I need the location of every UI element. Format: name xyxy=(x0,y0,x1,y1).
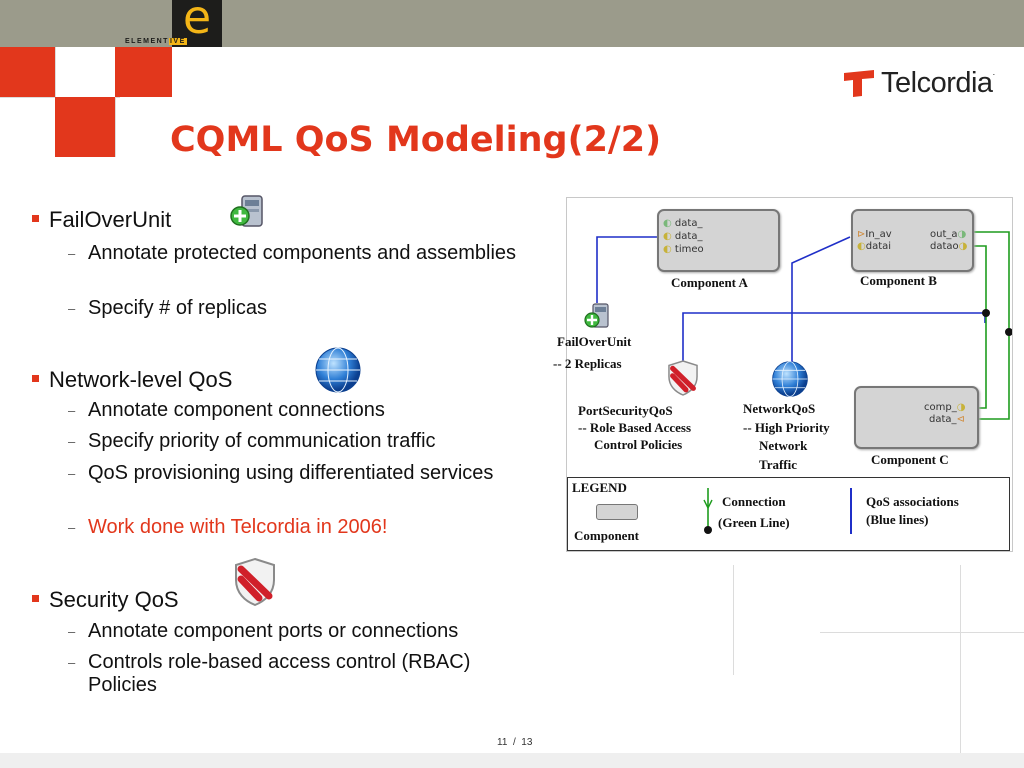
bullet-item-highlight: –Work done with Telcordia in 2006! xyxy=(68,516,388,538)
decor-square xyxy=(55,97,115,157)
shield-icon xyxy=(235,557,275,607)
section-heading-network: Network-level QoS xyxy=(32,367,232,393)
decor-square xyxy=(115,47,172,97)
legend-association-swatch xyxy=(850,488,852,534)
failover-label: FailOverUnit xyxy=(557,334,632,349)
failover-sub: -- 2 Replicas xyxy=(553,356,622,371)
failover-unit-icon xyxy=(584,303,609,328)
qos-diagram: ◐ data_ ◐ data_ ◐ timeo Component A ⊳In_… xyxy=(553,197,1013,552)
component-b-box: ⊳In_av ◐datai out_a◑ datao◑ xyxy=(851,209,974,272)
component-c-box: comp_◑ data_⊲ xyxy=(854,386,979,449)
page-number: 11 / 13 xyxy=(497,737,533,748)
grid-line xyxy=(115,47,116,157)
footer-bar xyxy=(0,753,1024,768)
globe-icon xyxy=(315,347,361,393)
port-security-icon xyxy=(668,360,698,396)
grid-line xyxy=(733,565,734,675)
component-a-label: Component A xyxy=(671,275,748,290)
section-heading-security: Security QoS xyxy=(32,587,179,613)
port-security-label: PortSecurityQoS xyxy=(578,403,673,418)
elementive-logo-letter: e xyxy=(182,0,212,44)
diagram-legend: LEGEND Component Connection (Green Line)… xyxy=(567,477,1010,551)
component-b-label: Component B xyxy=(860,273,937,288)
bullet-item: –Specify # of replicas xyxy=(68,297,267,319)
component-c-label: Component C xyxy=(871,452,949,467)
bullet-item: –Specify priority of communication traff… xyxy=(68,430,436,452)
server-add-icon xyxy=(230,195,263,227)
section-heading-failover: FailOverUnit xyxy=(32,207,171,233)
elementive-logo-word: ELEMENTIVE xyxy=(125,38,187,45)
telcordia-mark-icon xyxy=(844,70,874,97)
telcordia-logo: Telcordia. xyxy=(842,66,995,100)
network-qos-globe-icon xyxy=(772,361,808,397)
grid-line xyxy=(820,632,1024,633)
decor-square xyxy=(0,47,55,97)
telcordia-brand: Telcordia xyxy=(881,66,993,99)
bullet-item: –QoS provisioning using differentiated s… xyxy=(68,462,494,484)
bullet-item: –Annotate component ports or connections xyxy=(68,620,459,642)
diagram-connections xyxy=(596,231,1012,420)
legend-component-swatch xyxy=(596,504,638,520)
bullet-item: –Annotate protected components and assem… xyxy=(68,242,517,264)
component-a-box: ◐ data_ ◐ data_ ◐ timeo xyxy=(657,209,780,272)
network-qos-label: NetworkQoS xyxy=(743,401,816,416)
bullet-item: –Controls role-based access control (RBA… xyxy=(68,651,471,696)
legend-connection-swatch xyxy=(703,488,713,534)
bullet-item: –Annotate component connections xyxy=(68,399,385,421)
grid-line xyxy=(960,565,961,755)
page-title: CQML QoS Modeling(2/2) xyxy=(170,120,662,160)
